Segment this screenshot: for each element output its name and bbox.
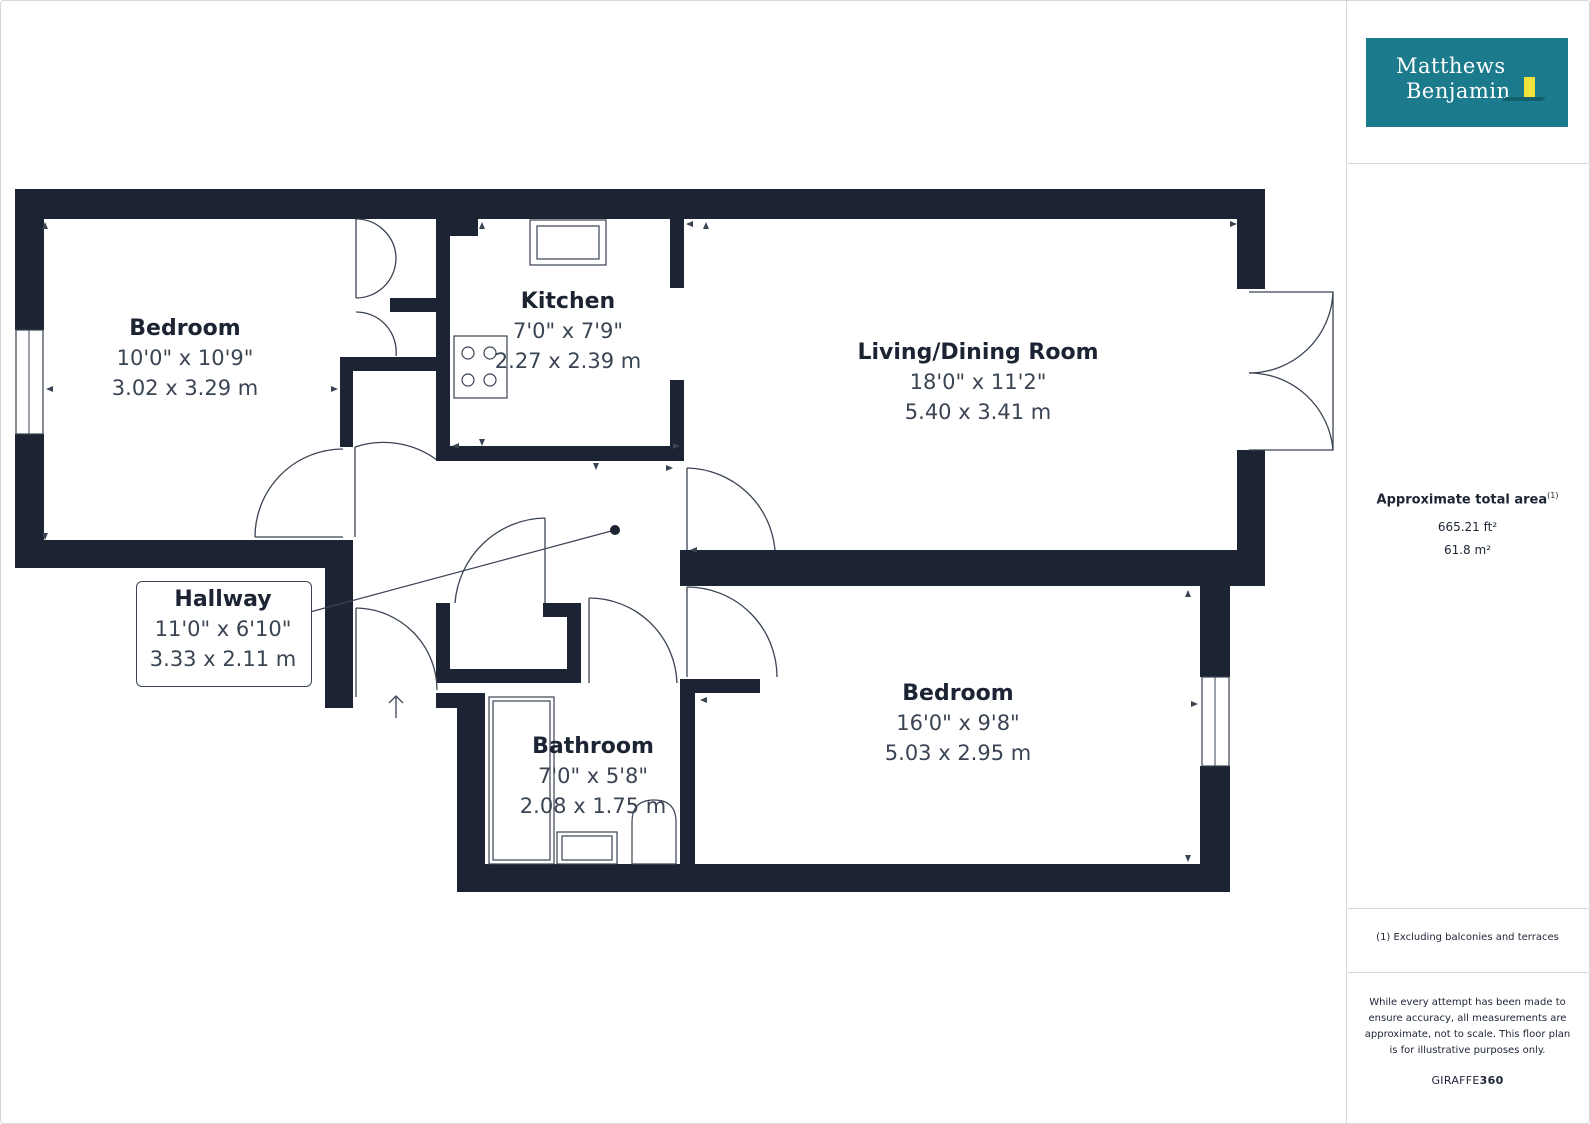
room-name: Kitchen <box>520 289 616 314</box>
room-imperial: 11'0" x 6'10" <box>154 617 292 641</box>
total-area-sqft: 665.21 ft² <box>1437 520 1498 534</box>
fixtures <box>453 219 677 865</box>
room-imperial: 10'0" x 10'9" <box>116 346 254 370</box>
total-area-label: Approximate total area <box>1376 492 1548 508</box>
room-name: Hallway <box>174 587 272 612</box>
hallway-label-box <box>136 581 312 687</box>
room-imperial: 18'0" x 11'2" <box>909 370 1047 394</box>
logo-accent-shadow <box>1502 97 1546 101</box>
divider <box>1346 972 1589 973</box>
basin <box>556 831 618 865</box>
hallway-leader-dot <box>610 525 620 535</box>
room-hallway: Hallway 11'0" x 6'10" 3.33 x 2.11 m <box>123 586 323 674</box>
doors <box>254 218 1334 697</box>
window-panes <box>28 330 1216 766</box>
total-area-title: Approximate total area(1) <box>1346 491 1589 507</box>
divider <box>1346 163 1589 164</box>
room-name: Bedroom <box>129 316 241 341</box>
room-living-dining: Living/Dining Room 18'0" x 11'2" 5.40 x … <box>828 339 1128 427</box>
disclaimer: While every attempt has been made to ens… <box>1364 997 1571 1056</box>
credit-prefix: GIRAFFE <box>1431 1074 1480 1087</box>
hallway-leader <box>309 529 616 613</box>
footnote: (1) Excluding balconies and terraces <box>1376 932 1559 943</box>
room-name: Bedroom <box>902 681 1014 706</box>
room-metric: 2.27 x 2.39 m <box>494 349 642 373</box>
room-name: Living/Dining Room <box>857 340 1099 365</box>
entrance-arrow <box>388 695 404 718</box>
info-panel <box>1346 0 1590 1123</box>
room-imperial: 7'0" x 7'9" <box>512 319 624 343</box>
room-imperial: 16'0" x 9'8" <box>896 711 1020 735</box>
walls <box>15 189 1265 892</box>
logo-accent-bar <box>1524 77 1535 97</box>
room-metric: 2.08 x 1.75 m <box>519 794 667 818</box>
room-metric: 5.40 x 3.41 m <box>904 400 1052 424</box>
toilet <box>631 799 677 865</box>
kitchen-sink <box>529 219 607 266</box>
footnote-mark: (1) <box>1547 491 1559 500</box>
total-area-sqm: 61.8 m² <box>1443 543 1492 557</box>
room-imperial: 7'0" x 5'8" <box>537 764 649 788</box>
hob <box>453 335 508 399</box>
bathtub <box>488 696 555 865</box>
room-metric: 3.33 x 2.11 m <box>149 647 297 671</box>
room-bedroom-1: Bedroom 10'0" x 10'9" 3.02 x 3.29 m <box>85 315 285 403</box>
room-metric: 5.03 x 2.95 m <box>884 741 1032 765</box>
divider <box>1346 908 1589 909</box>
room-bathroom: Bathroom 7'0" x 5'8" 2.08 x 1.75 m <box>493 733 693 821</box>
room-bedroom-2: Bedroom 16'0" x 9'8" 5.03 x 2.95 m <box>858 680 1058 768</box>
credit: GIRAFFE360 <box>1346 1074 1589 1087</box>
room-kitchen: Kitchen 7'0" x 7'9" 2.27 x 2.39 m <box>468 288 668 376</box>
credit-suffix: 360 <box>1479 1074 1504 1087</box>
logo-line-1: Matthews <box>1396 54 1506 78</box>
floor-plan <box>15 189 1334 892</box>
room-metric: 3.02 x 3.29 m <box>111 376 259 400</box>
company-logo: Matthews Benjamin <box>1366 38 1568 127</box>
logo-line-2: Benjamin <box>1406 79 1511 103</box>
dimension-markers <box>42 221 1237 862</box>
room-name: Bathroom <box>532 734 654 759</box>
